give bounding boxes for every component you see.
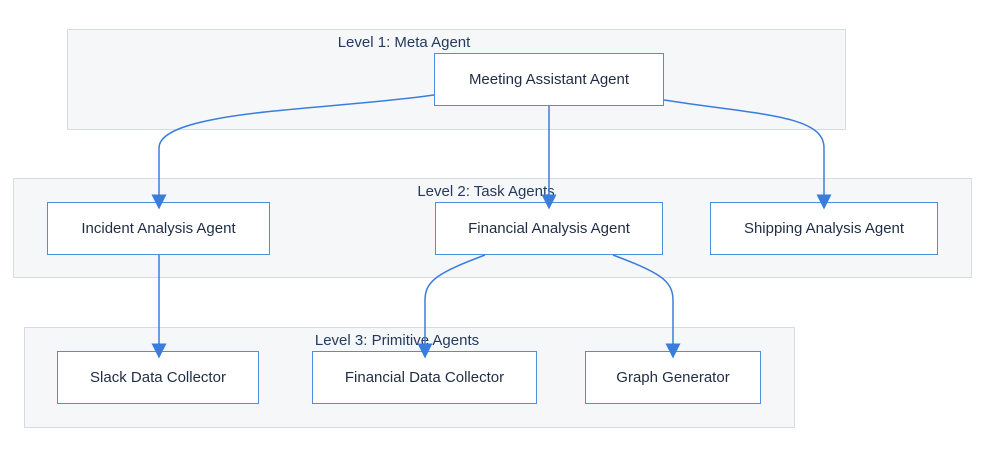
node-financial-data-collector[interactable]: Financial Data Collector [312, 351, 537, 404]
node-incident-analysis-agent[interactable]: Incident Analysis Agent [47, 202, 270, 255]
node-meeting-assistant-agent[interactable]: Meeting Assistant Agent [434, 53, 664, 106]
level-3-title: Level 3: Primitive Agents [314, 332, 480, 349]
node-slack-data-collector[interactable]: Slack Data Collector [57, 351, 259, 404]
node-financial-analysis-agent[interactable]: Financial Analysis Agent [435, 202, 663, 255]
node-graph-generator[interactable]: Graph Generator [585, 351, 761, 404]
level-1-title: Level 1: Meta Agent [337, 34, 471, 51]
level-2-title: Level 2: Task Agents [417, 183, 555, 200]
node-shipping-analysis-agent[interactable]: Shipping Analysis Agent [710, 202, 938, 255]
